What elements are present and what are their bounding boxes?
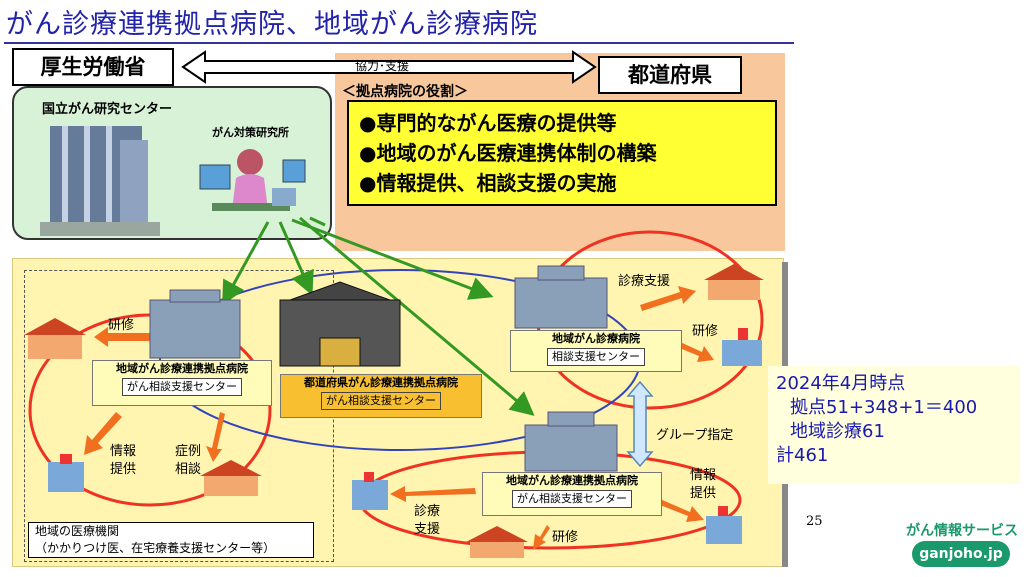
hospital-label-left: 地域がん診療連携拠点病院 がん相談支援センター	[92, 360, 272, 406]
hospital-name: 地域がん診療連携拠点病院	[116, 362, 248, 375]
brand-url[interactable]: ganjoho.jp	[912, 541, 1010, 567]
hospital-label-top-right: 地域がん診療病院 相談支援センター	[510, 330, 682, 372]
stats-base: 拠点51+348+1＝400	[790, 397, 978, 418]
clinic-left	[48, 454, 84, 492]
local-institutions-title: 地域の医療機関	[35, 524, 120, 538]
flow-label-info-right-1: 情報	[690, 468, 717, 483]
hospital-building-bottom-right	[524, 411, 618, 472]
hospital-name: 地域がん診療病院	[552, 332, 640, 345]
local-institutions-detail: （かかりつけ医、在宅療養支援センター等）	[35, 541, 276, 555]
green-links	[222, 216, 535, 416]
house-left	[24, 318, 86, 359]
hospital-building-top-right	[514, 265, 608, 329]
stats-date: 2024年4月時点	[776, 373, 906, 394]
house-left-bottom	[200, 460, 262, 496]
pref-hospital-building	[279, 281, 401, 367]
role-item: ●情報提供、相談支援の実施	[359, 171, 617, 195]
house-top-right	[704, 264, 764, 300]
roles-heading: ＜拠点病院の役割＞	[342, 84, 468, 100]
consultation-center-label: がん相談支援センター	[512, 490, 632, 508]
cooperation-label: 協力･支援	[355, 59, 410, 73]
title-underline	[4, 42, 794, 44]
local-institutions-box: 地域の医療機関 （かかりつけ医、在宅療養支援センター等）	[28, 522, 314, 558]
ncc-center: がん対策研究所	[212, 126, 289, 139]
flow-label-case-2: 相談	[175, 462, 202, 477]
stats-box: 2024年4月時点 拠点51+348+1＝400 地域診療61 計461	[768, 366, 1020, 484]
role-item: ●専門的ながん医療の提供等	[359, 111, 617, 135]
researcher-illustration	[199, 149, 306, 211]
mhlw-box: 厚生労働省	[12, 48, 174, 86]
clinic-right	[722, 328, 762, 366]
hospital-label-pref: 都道府県がん診療連携拠点病院 がん相談支援センター	[280, 374, 482, 418]
consultation-center-label: がん相談支援センター	[321, 392, 441, 410]
flow-label-training-bottom: 研修	[552, 530, 579, 545]
flow-label-training-left: 研修	[108, 318, 135, 333]
group-designation-arrow	[626, 380, 654, 468]
prefecture-box: 都道府県	[598, 56, 742, 94]
role-item: ●地域のがん医療連携体制の構築	[359, 141, 657, 165]
consultation-center-label: 相談支援センター	[547, 348, 645, 366]
flow-label-info-right-2: 提供	[690, 486, 717, 501]
hospital-name: 地域がん診療連携拠点病院	[506, 474, 638, 487]
stats-total: 計461	[776, 445, 829, 466]
hospital-building-left	[149, 289, 241, 359]
flow-label-care-1: 診療	[414, 504, 441, 519]
cooperation-double-arrow	[181, 50, 597, 84]
ncc-name: 国立がん研究センター	[42, 102, 173, 117]
clinic-bottom-left	[352, 472, 388, 510]
flow-label-case-1: 症例	[175, 444, 202, 459]
brand-name: がん情報サービス	[906, 523, 1018, 539]
flow-label-care-support-top: 診療支援	[618, 274, 671, 289]
house-bottom	[466, 526, 528, 558]
hospital-label-bottom-right: 地域がん診療連携拠点病院 がん相談支援センター	[482, 472, 662, 516]
hospital-name: 都道府県がん診療連携拠点病院	[304, 376, 458, 389]
flow-label-care-2: 支援	[414, 522, 441, 537]
clinic-bottom-right	[706, 506, 742, 544]
flow-label-training-top-right: 研修	[692, 324, 719, 339]
consultation-center-label: がん相談支援センター	[122, 378, 242, 396]
orange-arrows	[84, 286, 714, 550]
flow-label-info-left-1: 情報	[110, 444, 137, 459]
flow-label-group: グループ指定	[656, 428, 734, 443]
ncc-building-image	[40, 126, 160, 236]
page-title: がん診療連携拠点病院、地域がん診療病院	[6, 9, 538, 40]
roles-box: ●専門的ながん医療の提供等 ●地域のがん医療連携体制の構築 ●情報提供、相談支援…	[347, 100, 777, 206]
stats-regional: 地域診療61	[790, 421, 885, 442]
clinic-icons	[24, 264, 764, 558]
page-number: 25	[806, 514, 823, 529]
flow-label-info-left-2: 提供	[110, 462, 137, 477]
